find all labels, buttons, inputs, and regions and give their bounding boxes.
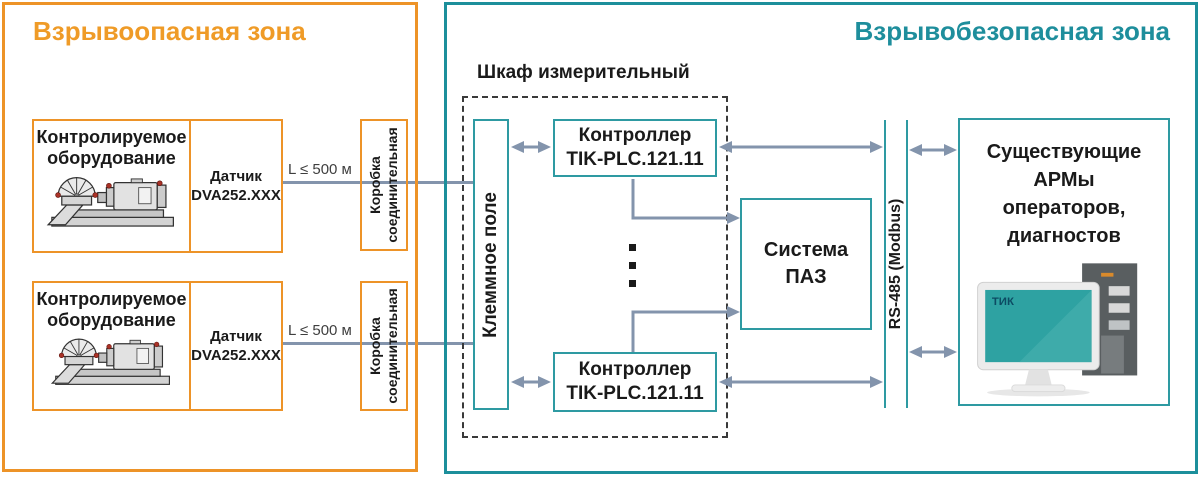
controller-box-bottom: Контроллер TIK-PLC.121.11 [553,352,717,412]
workstations-label-line1: Существующие [986,141,1142,163]
sensor-label-line2: DVA252.XXX [191,347,281,364]
junction-box-label-line1: Коробка [367,317,383,375]
cabinet-dashed-outline [462,96,728,438]
equipment-cell: Контролируемое оборудование [34,283,191,409]
esd-system-label-line2: ПАЗ [785,266,827,288]
controlled-equipment-box-bottom: Контролируемое оборудование [32,281,283,411]
cable-length-label-bottom: L ≤ 500 м [288,322,352,339]
esd-system-label: Система ПАЗ [764,237,848,291]
junction-box-label-line2: соединительная [384,288,400,404]
pump-illustration [50,338,170,385]
controlled-equipment-box-top: Контролируемое оборудование [32,119,283,253]
sensor-label: Датчик DVA252.XXX [191,327,281,365]
cable-sensor-to-terminal-top [283,181,473,184]
sensor-label: Датчик DVA252.XXX [191,167,281,205]
controller-label-line2: TIK-PLC.121.11 [566,149,704,170]
equipment-label: Контролируемое оборудование [36,289,186,331]
controller-label-line1: Контроллер [578,359,692,380]
workstations-box: Существующие АРМы операторов, диагностов… [958,118,1170,406]
junction-box-label-line1: Коробка [367,156,383,214]
monitor-logo: ТИК [992,296,1014,308]
sensor-cell: Датчик DVA252.XXX [191,283,281,409]
cable-length-label-top: L ≤ 500 м [288,161,352,178]
cabinet-title: Шкаф измерительный [477,62,690,83]
junction-box-label: Коробка соединительная [367,127,401,242]
ellipsis-dot [629,244,636,251]
controller-box-top: Контроллер TIK-PLC.121.11 [553,119,717,177]
junction-box-top: Коробка соединительная [360,119,408,251]
equipment-label-line2: оборудование [47,310,176,330]
equipment-cell: Контролируемое оборудование [34,121,191,251]
workstations-label-line4: диагностов [1007,225,1121,247]
equipment-label-line1: Контролируемое [36,289,187,309]
rs485-bus: RS-485 (Modbus) [852,120,940,408]
workstations-label-line3: операторов, [1002,197,1126,219]
ellipsis-dot [629,262,636,269]
ellipsis-dot [629,280,636,287]
equipment-label-line2: оборудование [47,148,176,168]
safe-zone-frame [444,2,1198,474]
pump-illustration [46,177,174,227]
rs485-bus-line-left [884,120,886,408]
controller-label: Контроллер TIK-PLC.121.11 [566,124,703,172]
rs485-bus-label: RS-485 (Modbus) [887,198,904,330]
sensor-label-line2: DVA252.XXX [191,187,281,204]
workstations-label-line2: АРМы [1033,169,1095,191]
controller-label-line1: Контроллер [578,125,692,146]
controller-label: Контроллер TIK-PLC.121.11 [566,358,703,406]
workstations-label: Существующие АРМы операторов, диагностов [960,138,1168,250]
cable-sensor-to-terminal-bottom [283,342,473,345]
safe-zone-title: Взрывобезопасная зона [854,16,1171,46]
junction-box-bottom: Коробка соединительная [360,281,408,411]
terminal-field-box: Клеммное поле [473,119,509,410]
sensor-label-line1: Датчик [210,168,262,185]
sensor-cell: Датчик DVA252.XXX [191,121,281,251]
esd-system-label-line1: Система [763,239,849,261]
equipment-label: Контролируемое оборудование [36,127,186,169]
junction-box-label: Коробка соединительная [367,288,401,403]
computer-illustration: ТИК [977,263,1138,397]
rs485-bus-line-right [906,120,908,408]
esd-system-box: Система ПАЗ [740,198,872,330]
terminal-field-label: Клеммное поле [480,191,501,338]
sensor-label-line1: Датчик [210,328,262,345]
controller-label-line2: TIK-PLC.121.11 [566,383,704,404]
hazardous-zone-frame [2,2,418,472]
hazardous-zone-title: Взрывоопасная зона [33,16,306,46]
equipment-label-line1: Контролируемое [36,127,187,147]
junction-box-label-line2: соединительная [384,127,400,243]
